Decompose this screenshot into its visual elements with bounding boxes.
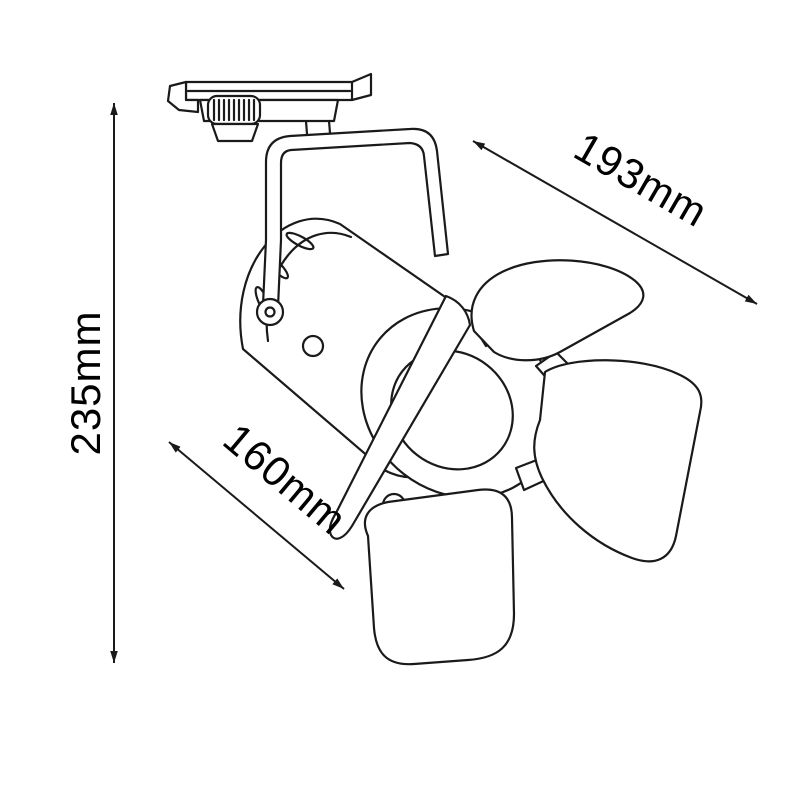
yoke-arm	[261, 127, 450, 309]
dimension-label-depth: 160mm	[215, 414, 356, 543]
barn-door-bottom	[363, 488, 516, 666]
dimension-line-width	[472, 140, 758, 305]
adapter-clamp	[210, 122, 260, 143]
dimension-height: 235mm	[62, 103, 118, 663]
track-adapter	[166, 72, 373, 143]
vent-slot	[285, 231, 315, 251]
spotlight-drawing	[166, 72, 703, 666]
dimension-label-width: 193mm	[567, 123, 716, 236]
track-hook	[166, 80, 200, 114]
barn-door-right	[533, 359, 703, 563]
yoke-bracket	[255, 127, 450, 327]
body-lock-knob	[301, 334, 325, 358]
wheel-ribs	[212, 98, 256, 122]
barn-door-top	[470, 259, 645, 362]
dimension-depth: 160mm	[168, 414, 356, 590]
dimension-line-depth	[168, 441, 345, 590]
dimension-label-height: 235mm	[62, 310, 109, 455]
pivot-knob-center	[264, 306, 276, 318]
